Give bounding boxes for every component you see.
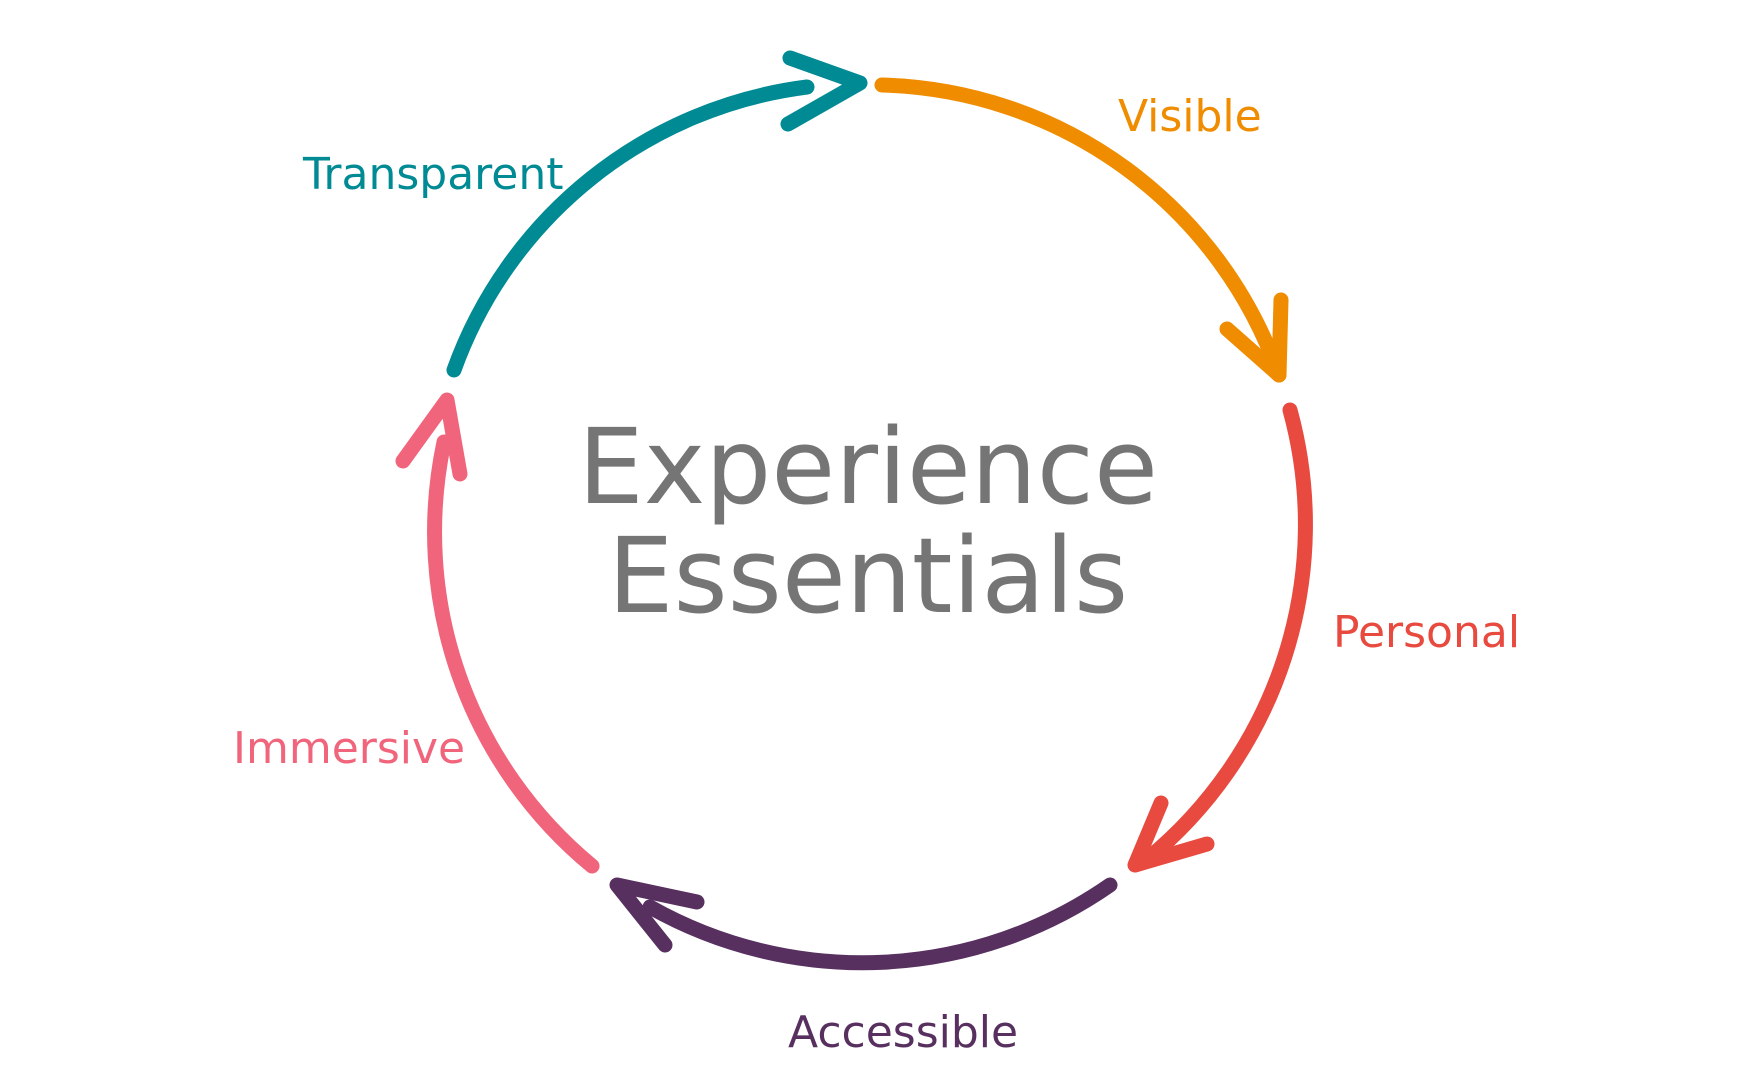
accessible-segment — [609, 877, 1118, 971]
personal-arrowhead — [1127, 795, 1215, 873]
accessible-label: Accessible — [788, 1007, 1018, 1058]
transparent-label: Transparent — [302, 149, 564, 200]
personal-label: Personal — [1333, 607, 1520, 658]
immersive-arrowhead — [395, 392, 468, 482]
personal-arc — [1137, 402, 1313, 869]
transparent-arc — [446, 79, 815, 378]
personal-segment — [1127, 402, 1313, 873]
transparent-arrowhead — [780, 50, 868, 132]
accessible-arrowhead — [609, 877, 705, 953]
center-title-line-2: Essentials — [608, 515, 1128, 637]
visible-segment — [874, 77, 1289, 383]
visible-arrowhead — [1219, 292, 1289, 383]
visible-label: Visible — [1118, 91, 1262, 142]
accessible-arc — [642, 877, 1118, 971]
immersive-arc — [427, 434, 600, 874]
visible-arc — [874, 77, 1287, 383]
transparent-segment — [446, 50, 868, 378]
center-title-line-1: Experience — [578, 406, 1158, 528]
immersive-segment — [395, 392, 600, 874]
immersive-label: Immersive — [233, 723, 465, 774]
